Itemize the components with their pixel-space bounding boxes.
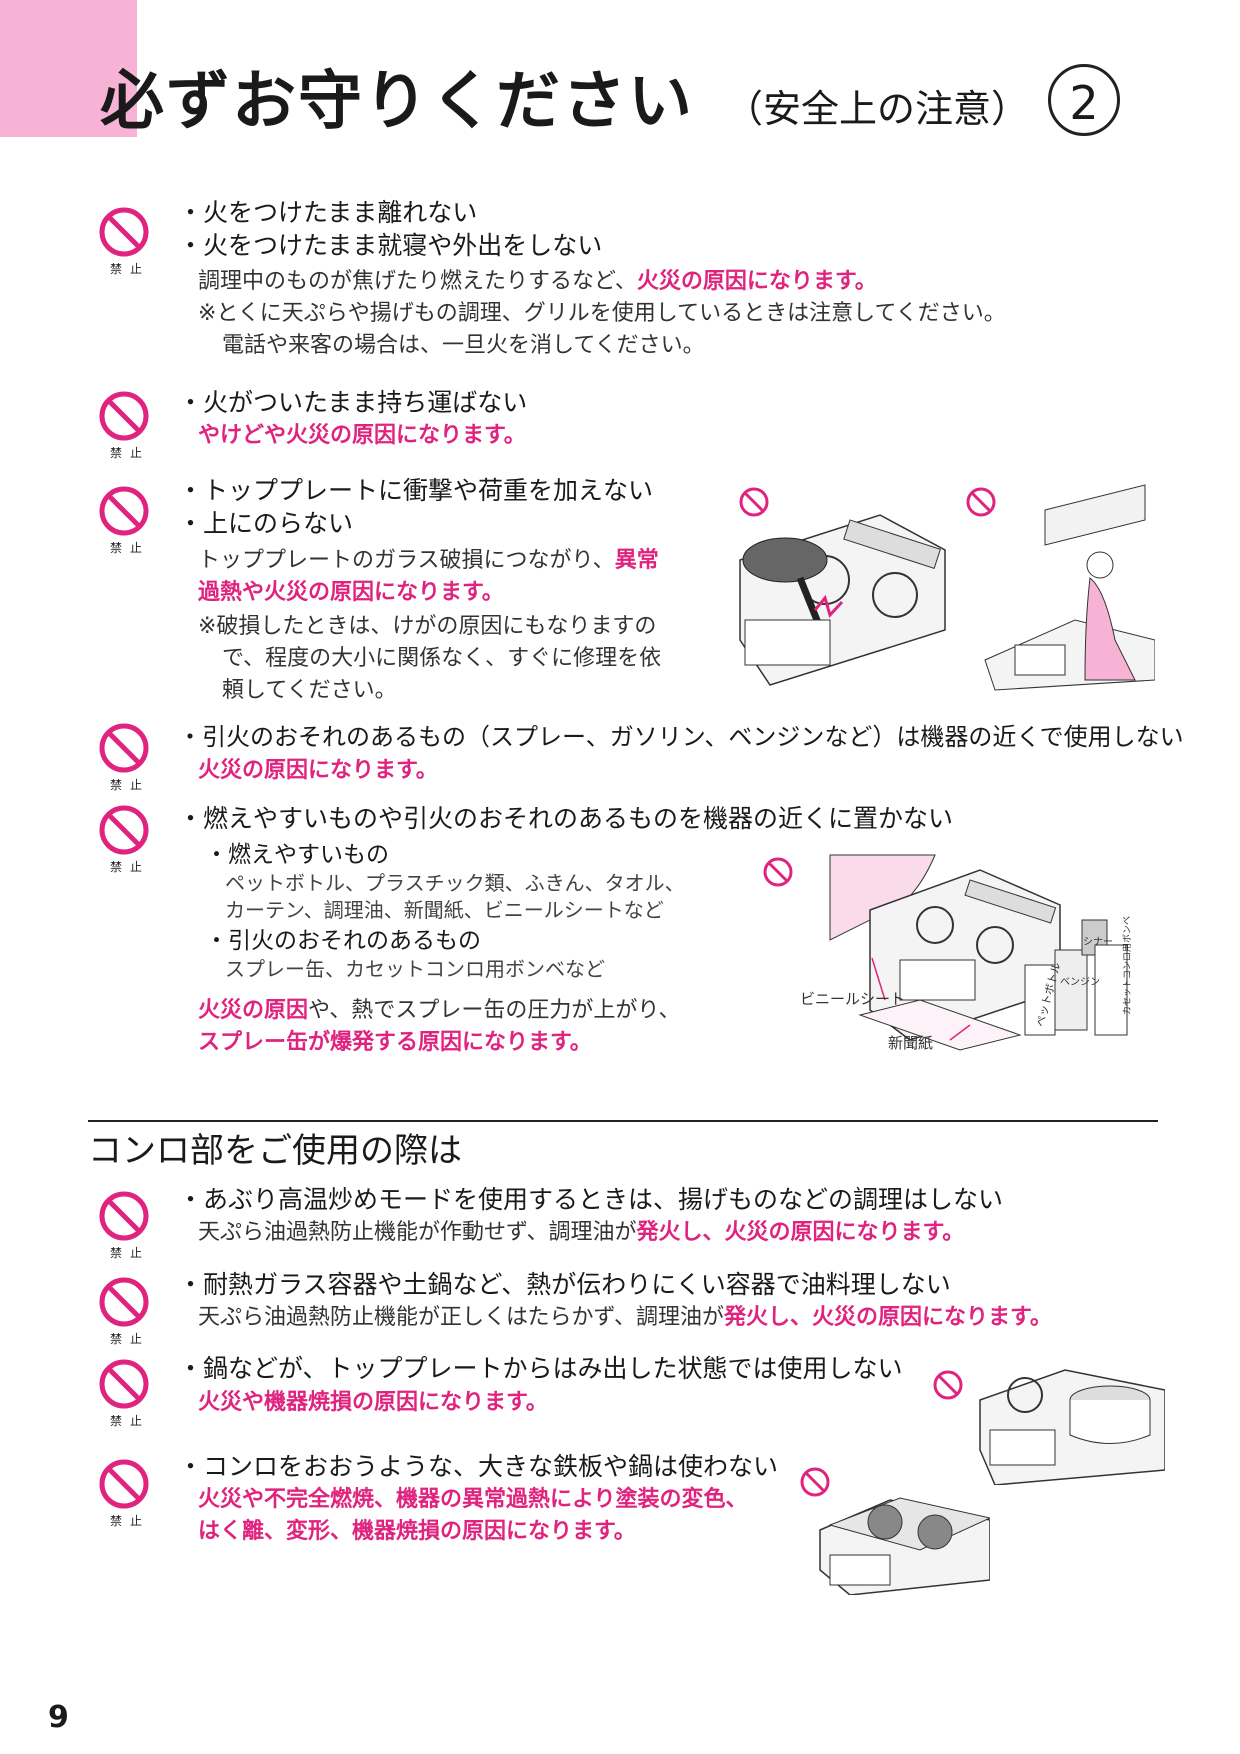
pot-overhang-illustration [933,1369,1165,1485]
prohibit-icon: 禁止 [98,1190,154,1260]
warning-bullet: ・あぶり高温炒めモードを使用するときは、揚げものなどの調理はしない [178,1185,1004,1214]
warning-bullet: ・引火のおそれのあるもの（スプレー、ガソリン、ベンジンなど）は機器の近くで使用し… [178,723,1184,751]
warning-note: ※とくに天ぷらや揚げもの調理、グリルを使用しているときは注意してください。 [198,301,1006,326]
warning-bullet: ・鍋などが、トッププレートからはみ出した状態では使用しない [178,1354,903,1383]
prohibit-icon: 禁止 [98,804,154,874]
corner-accent [0,0,137,137]
warning-text: はく離、変形、機器焼損の原因になります。 [198,1519,636,1544]
prohibit-label: 禁止 [109,860,150,874]
sub-text: ペットボトル、プラスチック類、ふきん、タオル、 [225,871,685,895]
warning-text: 火災や機器焼損の原因になります。 [198,1390,548,1415]
flammables-near-stove-illustration: ペットボトル ベンジン シナー カセットコンロ用ボンベ [763,854,1133,1051]
prohibit-icon: 禁止 [98,1358,154,1428]
person-on-cooktop-illustration [966,484,1155,691]
warning-text: やけどや火災の原因になります。 [198,423,526,448]
thinner-label: シナー [1083,936,1113,948]
prohibit-label: 禁止 [109,1414,150,1428]
warning-text: 天ぷら油過熱防止機能が作動せず、調理油が発火し、火災の原因になります。 [198,1220,965,1245]
prohibit-icon: 禁止 [98,1276,154,1346]
warning-bullet: ・火をつけたまま離れない [178,198,478,227]
warning-text: スプレー缶が爆発する原因になります。 [198,1030,592,1055]
prohibit-icon: 禁止 [98,722,154,792]
warning-bullet: ・火をつけたまま就寝や外出をしない [178,231,603,260]
warning-bullet: ・火がついたまま持ち運ばない [178,388,528,417]
warning-bullet: ・耐熱ガラス容器や土鍋など、熱が伝わりにくい容器で油料理しない [178,1270,951,1299]
page-subtitle: （安全上の注意） [725,87,1030,131]
prohibit-icon: 禁止 [98,1458,154,1528]
warning-text: 天ぷら油過熱防止機能が正しくはたらかず、調理油が発火し、火災の原因になります。 [198,1305,1052,1330]
large-griddle-illustration [800,1467,990,1595]
prohibit-icon: 禁止 [98,390,154,460]
prohibit-label: 禁止 [109,446,150,460]
caption-vinyl-sheet: ビニールシート [800,990,906,1008]
warning-text: 火災の原因になります。 [198,758,438,783]
warning-bullet: ・コンロをおおうような、大きな鉄板や鍋は使わない [178,1452,779,1481]
sub-text: スプレー缶、カセットコンロ用ボンベなど [225,957,605,981]
warning-note: 頼してください。 [222,678,397,703]
warning-text: トッププレートのガラス破損につながり、異常 [198,548,659,573]
warning-note: で、程度の大小に関係なく、すぐに修理を依 [222,646,662,671]
warning-bullet: ・トッププレートに衝撃や荷重を加えない [178,476,654,505]
warning-bullet: ・上にのらない [178,509,354,538]
prohibit-icon: 禁止 [98,206,154,276]
warning-note: 電話や来客の場合は、一旦火を消してください。 [222,333,705,358]
warning-text: 火災や不完全燃焼、機器の異常過熱により塗装の変色、 [198,1487,748,1512]
prohibit-label: 禁止 [109,541,150,555]
pan-impact-illustration [739,487,946,686]
page-number: 9 [48,1700,69,1735]
gas-cartridge-label: カセットコンロ用ボンベ [1122,916,1133,1015]
warning-text: 過熱や火災の原因になります。 [198,580,504,605]
warning-text: 火災の原因や、熱でスプレー缶の圧力が上がり、 [198,998,681,1023]
section-title: コンロ部をご使用の際は [88,1131,462,1171]
page-title: 必ずお守りください [100,65,694,139]
caption-newspaper: 新聞紙 [888,1034,934,1052]
prohibit-label: 禁止 [109,1246,150,1260]
prohibit-label: 禁止 [109,1514,150,1528]
prohibit-label: 禁止 [109,1332,150,1346]
page-section-number: 2 [1048,64,1120,136]
sub-text: カーテン、調理油、新聞紙、ビニールシートなど [225,898,664,922]
section-divider [88,1120,1158,1122]
prohibit-icon: 禁止 [98,485,154,555]
sub-bullet: ・引火のおそれのあるもの [205,928,481,954]
prohibit-label: 禁止 [109,262,150,276]
warning-bullet: ・燃えやすいものや引火のおそれのあるものを機器の近くに置かない [178,804,954,833]
warning-note: ※破損したときは、けがの原因にもなりますの [198,614,657,639]
prohibit-label: 禁止 [109,778,150,792]
sub-bullet: ・燃えやすいもの [205,842,389,868]
warning-text: 調理中のものが焦げたり燃えたりするなど、火災の原因になります。 [198,269,877,294]
benzine-label: ベンジン [1060,976,1100,988]
